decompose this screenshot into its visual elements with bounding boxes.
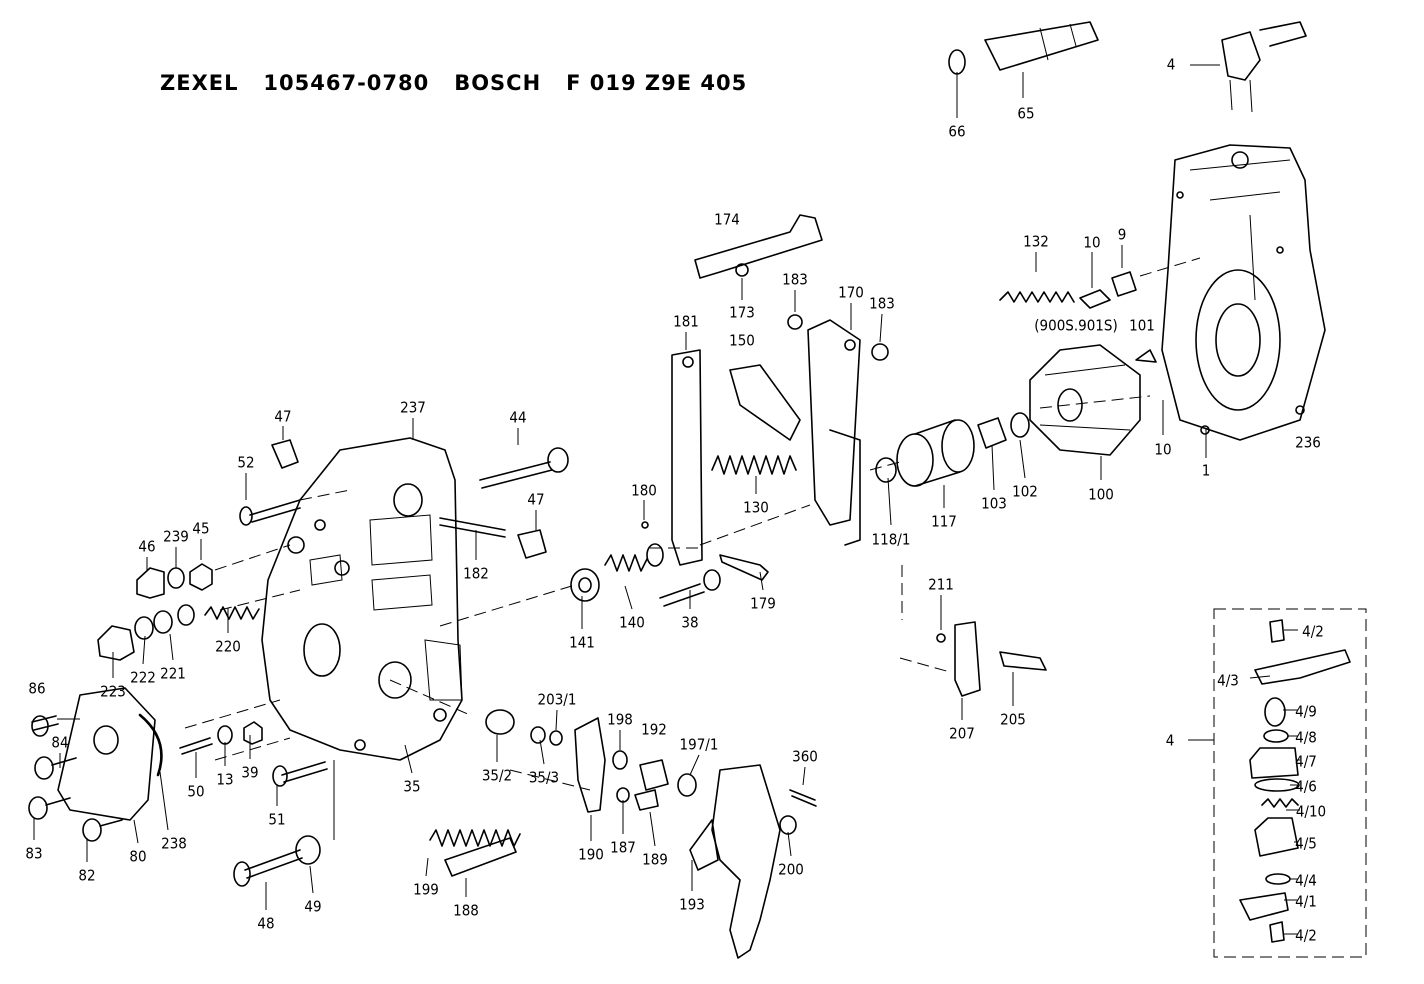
callout-label: 141 [569, 634, 595, 652]
callout-label: 4/10 [1296, 803, 1326, 821]
callout-label: 197/1 [680, 736, 719, 754]
callout-label: 132 [1023, 233, 1049, 251]
callout-label: 150 [729, 332, 755, 350]
callout-label: 47 [527, 491, 544, 509]
callout-label: 4/3 [1217, 672, 1239, 690]
callout-label: 170 [838, 284, 864, 302]
callout-label: 200 [778, 861, 804, 879]
callout-label: 39 [241, 764, 258, 782]
callout-label: 4/2 [1302, 623, 1324, 641]
callout-label: 52 [237, 454, 254, 472]
callout-label: 180 [631, 482, 657, 500]
callout-label: 4/9 [1295, 703, 1317, 721]
callout-label: 192 [641, 721, 667, 739]
callout-label: 189 [642, 851, 668, 869]
callout-label: 4 [1166, 732, 1175, 750]
parts-linework [28, 21, 1351, 959]
callout-label: 4/2 [1295, 927, 1317, 945]
callout-label: 65 [1017, 105, 1034, 123]
callout-label: 80 [129, 848, 146, 866]
callout-label: 10 [1154, 441, 1171, 459]
inset-box [1213, 608, 1367, 958]
diagram-title: ZEXEL 105467-0780 BOSCH F 019 Z9E 405 [160, 71, 747, 95]
callout-label: 47 [274, 408, 291, 426]
callout-label: 4/4 [1295, 872, 1317, 890]
callout-label: 38 [681, 614, 698, 632]
callout-label: 103 [981, 495, 1007, 513]
callout-label: 35/3 [529, 769, 559, 787]
callout-label: 140 [619, 614, 645, 632]
callout-label: 35/2 [482, 767, 512, 785]
callout-label: 179 [750, 595, 776, 613]
callout-label: 236 [1295, 434, 1321, 452]
callout-label: 82 [78, 867, 95, 885]
callout-label: 50 [187, 783, 204, 801]
callout-label: 101 [1129, 317, 1155, 335]
callout-label: 222 [130, 669, 156, 687]
callout-label: (900S.901S) [1034, 317, 1117, 335]
callout-label: 211 [928, 576, 954, 594]
callout-label: 46 [138, 538, 155, 556]
callout-label: 183 [869, 295, 895, 313]
callout-label: 10 [1083, 234, 1100, 252]
callout-label: 205 [1000, 711, 1026, 729]
callout-label: 4/7 [1295, 753, 1317, 771]
callout-label: 188 [453, 902, 479, 920]
callout-label: 117 [931, 513, 957, 531]
callout-label: 102 [1012, 483, 1038, 501]
callout-label: 193 [679, 896, 705, 914]
callout-label: 35 [403, 778, 420, 796]
callout-label: 223 [100, 683, 126, 701]
callout-label: 45 [192, 520, 209, 538]
callout-label: 238 [161, 835, 187, 853]
callout-label: 173 [729, 304, 755, 322]
callout-label: 84 [51, 734, 68, 752]
callout-label: 198 [607, 711, 633, 729]
callout-label: 182 [463, 565, 489, 583]
callout-label: 199 [413, 881, 439, 899]
callout-label: 174 [714, 211, 740, 229]
callout-label: 220 [215, 638, 241, 656]
callout-label: 239 [163, 528, 189, 546]
callout-label: 48 [257, 915, 274, 933]
callout-label: 49 [304, 898, 321, 916]
callout-label: 86 [28, 680, 45, 698]
callout-label: 4 [1167, 56, 1176, 74]
callout-label: 360 [792, 748, 818, 766]
callout-label: 183 [782, 271, 808, 289]
callout-label: 9 [1118, 226, 1127, 244]
callout-label: 187 [610, 839, 636, 857]
callout-label: 181 [673, 313, 699, 331]
callout-label: 51 [268, 811, 285, 829]
callout-label: 4/5 [1295, 835, 1317, 853]
callout-label: 190 [578, 846, 604, 864]
callout-label: 237 [400, 399, 426, 417]
callout-label: 221 [160, 665, 186, 683]
callout-label: 13 [216, 771, 233, 789]
callout-label: 4/8 [1295, 729, 1317, 747]
callout-label: 4/1 [1295, 893, 1317, 911]
callout-label: 207 [949, 725, 975, 743]
callout-label: 66 [948, 123, 965, 141]
callout-label: 130 [743, 499, 769, 517]
callout-label: 83 [25, 845, 42, 863]
callout-label: 203/1 [538, 691, 577, 709]
callout-label: 118/1 [872, 531, 911, 549]
callout-label: 44 [509, 409, 526, 427]
callout-label: 4/6 [1295, 778, 1317, 796]
callout-label: 1 [1202, 462, 1211, 480]
callout-label: 100 [1088, 486, 1114, 504]
